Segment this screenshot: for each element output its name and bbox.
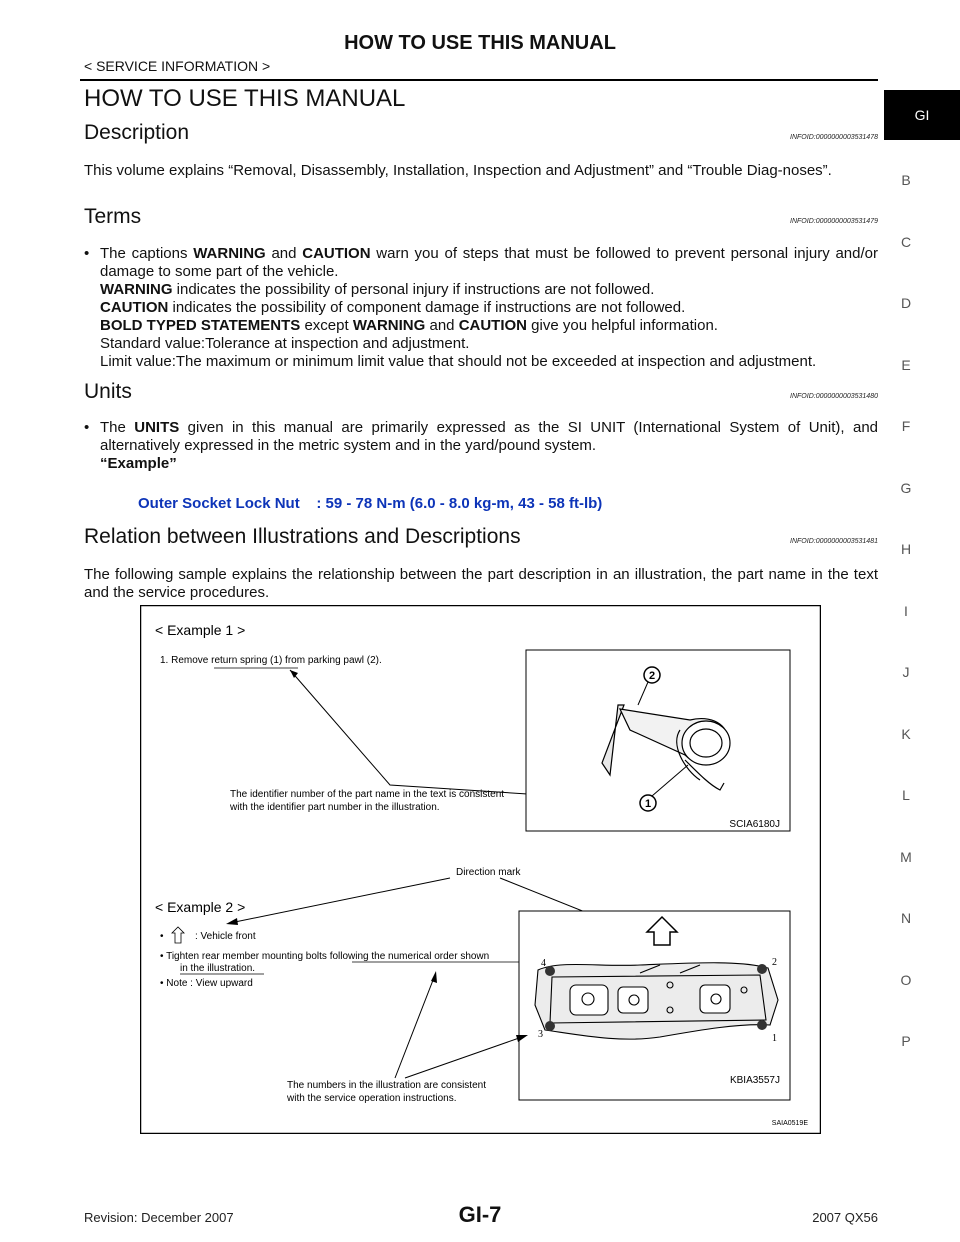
tab-p[interactable]: P — [901, 1033, 911, 1049]
parking-pawl-drawing — [601, 704, 731, 791]
tab-m[interactable]: M — [900, 848, 912, 865]
ex1-figure-code: SCIA6180J — [729, 819, 780, 830]
svg-text:: Vehicle front: : Vehicle front — [195, 931, 256, 942]
tab-b[interactable]: B — [901, 172, 911, 188]
bolt-2-label: 2 — [772, 957, 777, 968]
page-title: HOW TO USE THIS MANUAL — [84, 85, 406, 112]
arrow-icon — [171, 926, 185, 944]
limit-value-text: Limit value:The maximum or minimum limit… — [100, 353, 817, 370]
ex2-bullet-tighten: • Tighten rear member mounting bolts fol… — [160, 951, 489, 962]
tab-k[interactable]: K — [901, 725, 911, 742]
tab-d[interactable]: D — [900, 295, 912, 311]
ex2-bullet-front: • — [160, 931, 164, 942]
infoid-terms: INFOID:0000000003531479 — [790, 218, 878, 225]
footer-model: 2007 QX56 — [812, 1210, 878, 1225]
breadcrumb: < SERVICE INFORMATION > — [84, 58, 271, 74]
svg-text:in the illustration.: in the illustration. — [180, 963, 255, 974]
ex1-callout-line1: The identifier number of the part name i… — [230, 789, 504, 800]
bolt-4-label: 4 — [541, 958, 546, 969]
callout-1: 1 — [645, 798, 651, 810]
tab-gi-active[interactable]: GI — [884, 90, 960, 140]
direction-mark-arrow — [645, 915, 679, 946]
bullet-mark: • — [84, 245, 90, 262]
ex1-callout-line2: with the identifier part number in the i… — [229, 802, 440, 813]
infoid-relation: INFOID:0000000003531481 — [790, 538, 878, 545]
spec-example: Outer Socket Lock Nut : 59 - 78 N-m (6.0… — [138, 495, 603, 512]
figure-code: SAIA0519E — [772, 1120, 809, 1127]
section-title-terms: Terms — [84, 205, 142, 228]
tab-n[interactable]: N — [900, 910, 912, 926]
header-divider — [80, 79, 878, 81]
tab-e[interactable]: E — [901, 356, 911, 373]
tab-i[interactable]: I — [904, 602, 908, 619]
tab-g[interactable]: G — [900, 479, 912, 496]
infoid-description: INFOID:0000000003531478 — [790, 134, 878, 141]
bolt-1-label: 1 — [772, 1033, 777, 1044]
ex2-bullet-note: • Note : View upward — [160, 978, 253, 989]
running-header-title: HOW TO USE THIS MANUAL — [344, 32, 616, 54]
terms-bullet: • The captions WARNING and CAUTION warn … — [84, 245, 878, 370]
illustration-figure: < Example 1 > 1. Remove return spring (1… — [140, 605, 821, 1134]
bolt-3-label: 3 — [538, 1029, 543, 1040]
page-number: GI-7 — [458, 1202, 502, 1227]
units-bullet: • The UNITS given in this manual are pri… — [84, 419, 878, 472]
callout-2: 2 — [649, 670, 655, 682]
tab-j[interactable]: J — [902, 664, 910, 680]
direction-mark-label: Direction mark — [456, 867, 521, 878]
section-title-description: Description — [84, 121, 190, 144]
example1-step: 1. Remove return spring (1) from parking… — [160, 655, 382, 666]
infoid-units: INFOID:0000000003531480 — [790, 393, 878, 400]
footer-revision: Revision: December 2007 — [84, 1210, 234, 1225]
standard-value-text: Standard value:Tolerance at inspection a… — [100, 335, 470, 352]
section-title-relation: Relation between Illustrations and Descr… — [84, 525, 521, 548]
section-title-units: Units — [84, 380, 132, 403]
description-text: This volume explains “Removal, Disassemb… — [84, 162, 832, 179]
example1-heading: < Example 1 > — [155, 622, 245, 638]
rear-member-drawing — [534, 962, 779, 1040]
tab-h[interactable]: H — [900, 541, 912, 557]
tab-f[interactable]: F — [901, 418, 911, 434]
tab-c[interactable]: C — [900, 233, 912, 250]
tab-l[interactable]: L — [902, 787, 910, 803]
ex2-callout-line2: with the service operation instructions. — [286, 1093, 457, 1104]
example2-heading: < Example 2 > — [155, 899, 245, 915]
ex2-figure-code: KBIA3557J — [730, 1075, 780, 1086]
tab-o[interactable]: O — [900, 971, 912, 988]
ex2-callout-line1: The numbers in the illustration are cons… — [287, 1080, 486, 1091]
relation-text: The following sample explains the relati… — [84, 566, 878, 601]
example-label: “Example” — [100, 455, 177, 472]
